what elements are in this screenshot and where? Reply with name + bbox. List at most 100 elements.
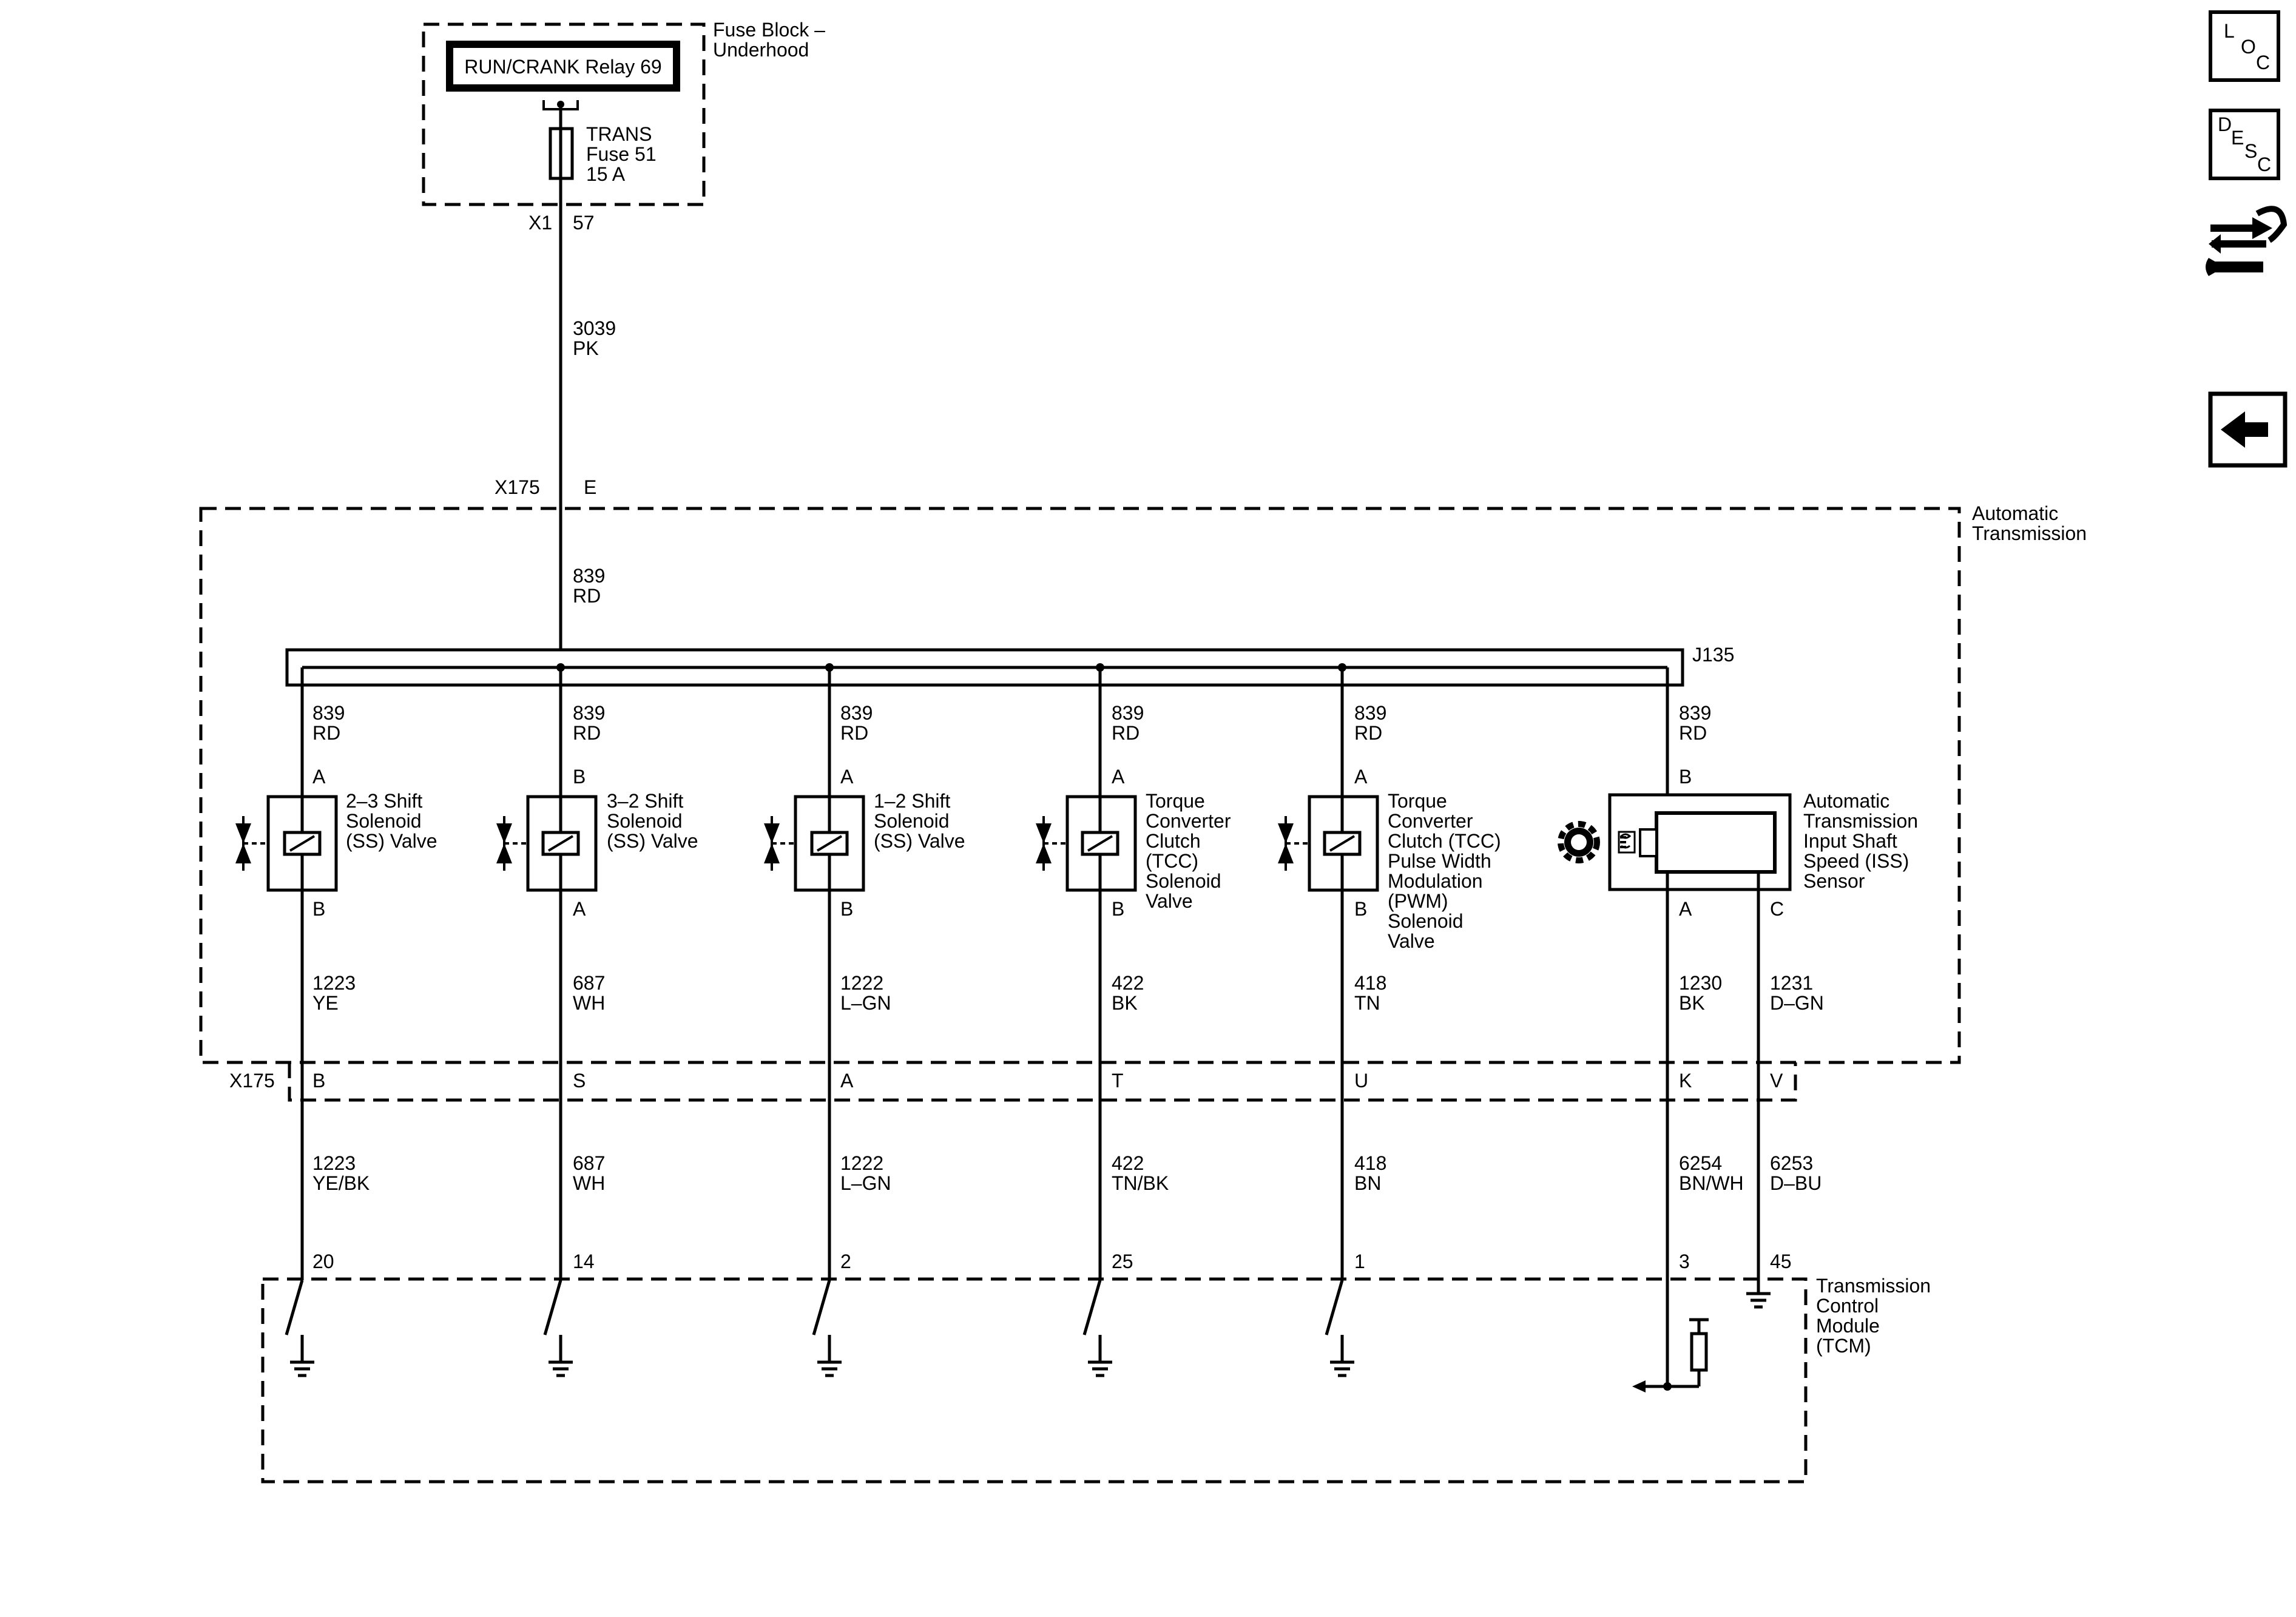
label-line: Solenoid	[1146, 870, 1221, 892]
label-line: Solenoid	[346, 810, 422, 832]
supply-circuit: 839	[840, 702, 873, 724]
fuse-block: Fuse Block – Underhood RUN/CRANK Relay 6…	[422, 19, 825, 234]
out-circuit: 687	[573, 972, 605, 994]
run-crank-relay[interactable]: RUN/CRANK Relay 69	[446, 41, 680, 92]
x175-bottom-connector	[288, 1062, 1797, 1102]
trans-fuse[interactable]	[549, 127, 574, 180]
supply-circuit: 839	[1112, 702, 1144, 724]
x175-bottom-label: X175	[229, 1070, 275, 1092]
pin-top: B	[573, 766, 586, 788]
supply-circuit: 839	[1354, 702, 1386, 724]
x175-pin: U	[1354, 1070, 1368, 1092]
label-line: Torque	[1146, 790, 1205, 812]
fuse-block-title-1: Fuse Block –	[713, 19, 825, 41]
tcm-color: YE/BK	[312, 1172, 370, 1194]
label-line: (SS) Valve	[874, 830, 965, 852]
pin-a: A	[1679, 898, 1692, 920]
feed-wire-circuit: 3039	[573, 317, 616, 339]
label-line: Solenoid	[607, 810, 683, 832]
label-line: Converter	[1388, 810, 1473, 832]
pin-top: A	[1354, 766, 1368, 788]
tcm-boundary	[261, 1277, 1808, 1484]
label-line: (PWM)	[1388, 890, 1448, 912]
tcm-label-line: Control	[1816, 1295, 1879, 1317]
fuse-block-title-2: Underhood	[713, 39, 809, 61]
pin-top: A	[840, 766, 854, 788]
label-line: Automatic	[1803, 790, 1889, 812]
tcm-c-pin: 45	[1770, 1251, 1792, 1272]
wire-wrench-icon[interactable]	[2206, 206, 2288, 276]
out-color: WH	[573, 992, 605, 1014]
label-line: Valve	[1146, 890, 1193, 912]
feed-wire-color: PK	[573, 337, 599, 359]
label-line: 2–3 Shift	[346, 790, 422, 812]
tcm-circuit: 687	[573, 1152, 605, 1174]
pin-c: C	[1770, 898, 1784, 920]
tcm-a-color: BN/WH	[1679, 1172, 1744, 1194]
x175-top-pin: E	[584, 476, 596, 498]
splice-j135[interactable]	[285, 648, 1684, 687]
relay-label: RUN/CRANK Relay 69	[464, 56, 661, 78]
label-line: 3–2 Shift	[607, 790, 683, 812]
x175-top-connector: X175	[495, 476, 540, 498]
tcm-color: WH	[573, 1172, 605, 1194]
loc-button[interactable]: L O C	[2209, 10, 2280, 82]
x175-pin-a: K	[1679, 1070, 1692, 1092]
out-circuit: 1223	[312, 972, 356, 994]
iss-sensor: 839 RD B Automatic Transmission Input Sh…	[1558, 685, 1918, 1393]
supply-color: RD	[312, 722, 340, 744]
supply-color: RD	[1679, 722, 1707, 744]
supply-color: RD	[840, 722, 868, 744]
tcm-circuit: 1222	[840, 1152, 883, 1174]
supply-color: RD	[1354, 722, 1382, 744]
out-color: L–GN	[840, 992, 891, 1014]
x175-pin: A	[840, 1070, 854, 1092]
pin-bottom: B	[312, 898, 325, 920]
tcm-circuit: 422	[1112, 1152, 1144, 1174]
loc-letter: O	[2241, 36, 2256, 58]
label-line: (SS) Valve	[346, 830, 437, 852]
back-button[interactable]	[2208, 391, 2288, 468]
tcm-a-circuit: 6254	[1679, 1152, 1722, 1174]
x1-connector-label: X1	[528, 212, 552, 234]
supply-circuit: 839	[1679, 702, 1711, 724]
x175-pin-c: V	[1770, 1070, 1783, 1092]
c-color: D–GN	[1770, 992, 1824, 1014]
label-line: (SS) Valve	[607, 830, 698, 852]
pin-top: B	[1679, 766, 1692, 788]
tcm-pin: 20	[312, 1251, 334, 1272]
tcm-circuit: 418	[1354, 1152, 1386, 1174]
tcm-label-line: Module	[1816, 1315, 1880, 1337]
supply-circuit: 839	[573, 702, 605, 724]
tcm-circuit: 1223	[312, 1152, 356, 1174]
x175-pin: T	[1112, 1070, 1124, 1092]
solenoid-tcc-pwm: 839 RD A Torque Converter Clutch (TCC) P…	[1278, 667, 1501, 1377]
desc-letter: E	[2231, 127, 2244, 149]
x1-pin-label: 57	[573, 212, 595, 234]
label-line: Solenoid	[874, 810, 950, 832]
supply-color: RD	[1112, 722, 1140, 744]
out-circuit: 1222	[840, 972, 883, 994]
label-line: Valve	[1388, 930, 1435, 952]
label-line: Torque	[1388, 790, 1447, 812]
fuse-label-1: TRANS	[586, 123, 652, 145]
pin-bottom: A	[573, 898, 586, 920]
main-wire-color: RD	[573, 585, 601, 607]
splice-label: J135	[1692, 644, 1734, 666]
label-line: 1–2 Shift	[874, 790, 950, 812]
tcm-a-pin: 3	[1679, 1251, 1690, 1272]
tcm-pin: 1	[1354, 1251, 1365, 1272]
solenoid-tcc: 839 RD A Torque Converter Clutch (TCC) S…	[1036, 667, 1231, 1377]
solenoid-3-2-shift: 839 RD B 3–2 Shift Solenoid (SS) Valve A…	[496, 667, 698, 1377]
tcm-color: TN/BK	[1112, 1172, 1169, 1194]
c-circuit: 1231	[1770, 972, 1813, 994]
a-circuit: 1230	[1679, 972, 1722, 994]
label-line: Modulation	[1388, 870, 1483, 892]
tcm-pin: 2	[840, 1251, 851, 1272]
label-line: Converter	[1146, 810, 1231, 832]
x175-pin: S	[573, 1070, 586, 1092]
desc-button[interactable]: D E S C	[2209, 109, 2280, 180]
loc-letter: C	[2256, 52, 2270, 73]
label-line: Clutch (TCC)	[1388, 830, 1501, 852]
